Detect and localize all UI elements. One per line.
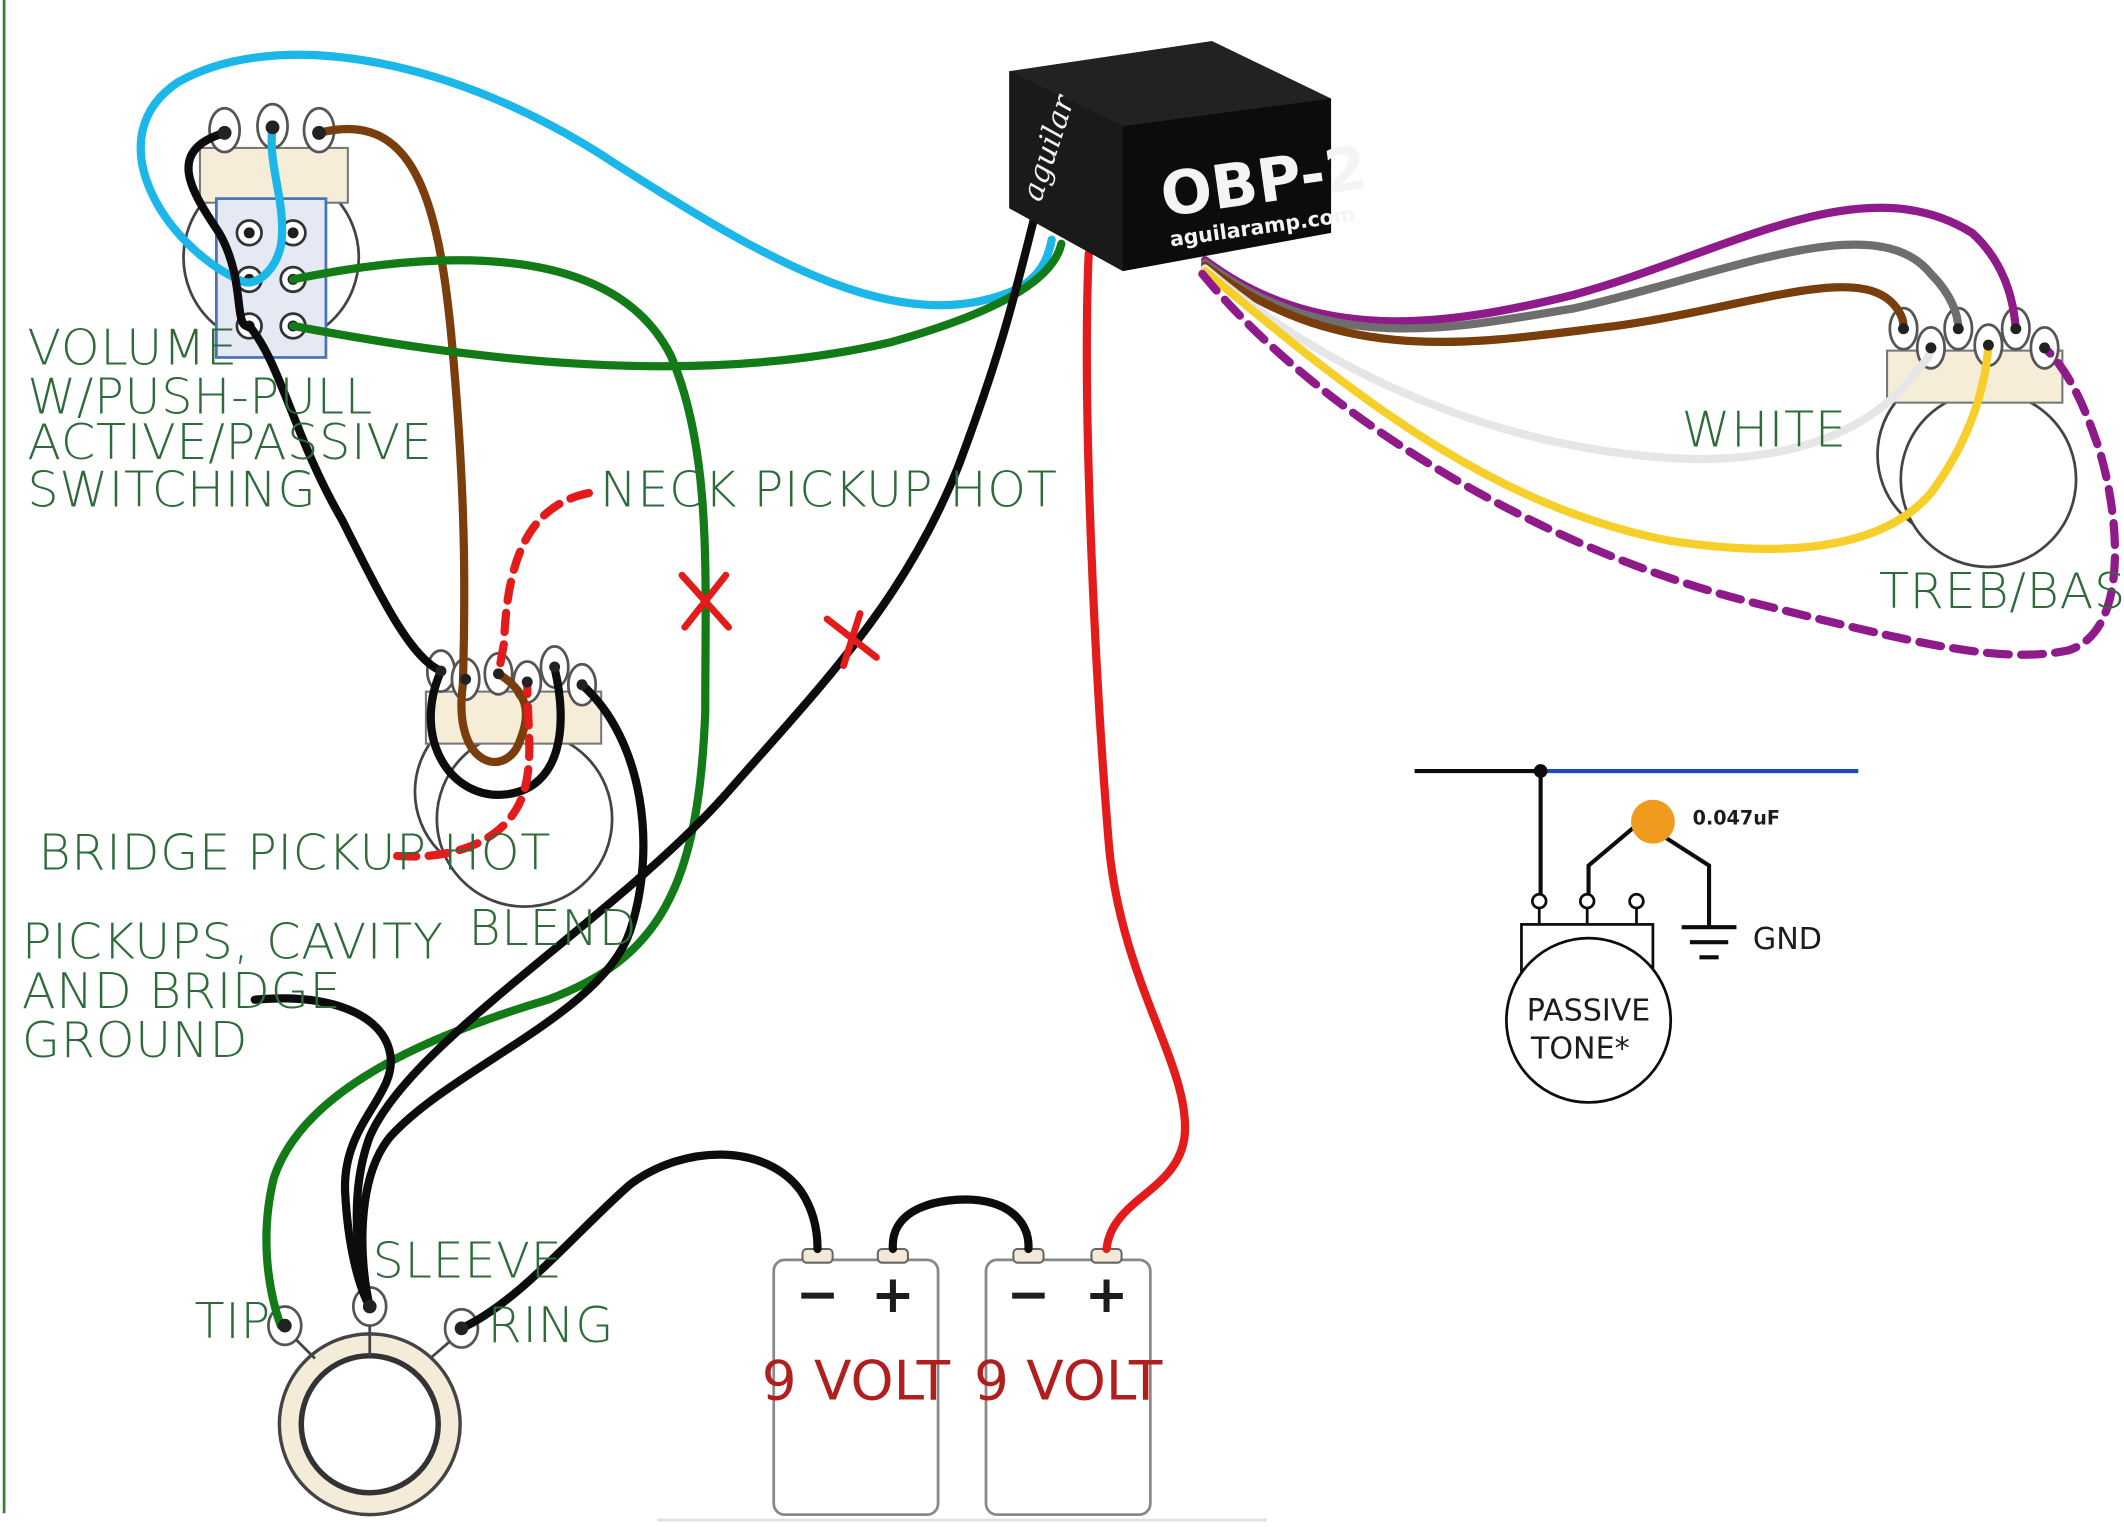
treb-bass-label: TREB/BASS	[1879, 562, 2124, 620]
ring-label: RING	[488, 1296, 615, 1354]
wires	[136, 50, 2120, 1333]
sleeve-label: SLEEVE	[372, 1232, 562, 1290]
gray-wire	[1200, 240, 1963, 333]
red-wire	[1082, 249, 1190, 1254]
purple-dashed-wire	[1198, 269, 2120, 659]
black-wire-jumper	[888, 1195, 1033, 1254]
battery-1-neg: −	[796, 1265, 840, 1325]
cut-marks	[678, 571, 880, 670]
tip-label: TIP	[194, 1292, 270, 1350]
black-wire-ground	[250, 994, 395, 1311]
white-label: WHITE	[1682, 400, 1847, 458]
capacitor-label: 0.047uF	[1693, 806, 1780, 829]
neck-hot-wire	[494, 488, 593, 678]
gnd-label: GND	[1753, 922, 1822, 957]
bridge-pickup-hot-label: BRIDGE PICKUP HOT	[38, 824, 551, 882]
volume-label-2: W/PUSH-PULL	[27, 368, 372, 426]
ground-label-1: PICKUPS, CAVITY	[22, 913, 444, 971]
bridge-hot-wire	[393, 677, 534, 861]
output-jack	[267, 1285, 480, 1517]
white-wire	[1200, 264, 1936, 464]
labels: VOLUME W/PUSH-PULL ACTIVE/PASSIVE SWITCH…	[22, 318, 2124, 1354]
capacitor-icon	[1631, 799, 1675, 844]
battery-1: − + 9 VOLT	[762, 1247, 951, 1517]
obp2-preamp: aguilar OBP-2 aguilaramp.com	[1009, 41, 1371, 272]
cyan-wire	[136, 50, 1056, 310]
volume-label-1: VOLUME	[27, 318, 237, 376]
black-wire-vol	[184, 128, 446, 676]
brown-wire-2	[1200, 261, 1908, 346]
passive-tone-label-1: PASSIVE	[1527, 993, 1651, 1028]
black-wire-preamp	[352, 215, 1039, 1311]
passive-tone-inset: 0.047uF GND PASSIVE TONE*	[1414, 764, 1859, 1104]
treb-bass-pot	[1876, 306, 2078, 569]
green-wire-1	[288, 239, 1066, 371]
neck-pickup-hot-label: NECK PICKUP HOT	[600, 461, 1058, 519]
battery-2-neg: −	[1007, 1265, 1051, 1325]
passive-tone-label-2: TONE*	[1530, 1032, 1630, 1067]
volume-label-3: ACTIVE/PASSIVE	[27, 413, 432, 471]
battery-1-label: 9 VOLT	[762, 1349, 951, 1413]
lug-dots	[217, 120, 2051, 1336]
battery-1-pos: +	[871, 1265, 915, 1325]
blend-label: BLEND	[468, 899, 637, 957]
battery-2-label: 9 VOLT	[974, 1349, 1163, 1413]
ground-label-3: GROUND	[22, 1011, 248, 1069]
purple-wire	[1200, 203, 2020, 333]
black-wire-blend-jack	[358, 680, 648, 1311]
black-wire-blend	[426, 664, 565, 799]
brown-wire	[314, 124, 531, 767]
battery-2-pos: +	[1085, 1265, 1129, 1325]
yellow-wire	[1200, 267, 1993, 553]
volume-label-4: SWITCHING	[27, 461, 316, 519]
black-wire-ring	[457, 1150, 822, 1333]
ground-label-2: AND BRIDGE	[22, 962, 341, 1020]
battery-2: − + 9 VOLT	[974, 1247, 1163, 1517]
